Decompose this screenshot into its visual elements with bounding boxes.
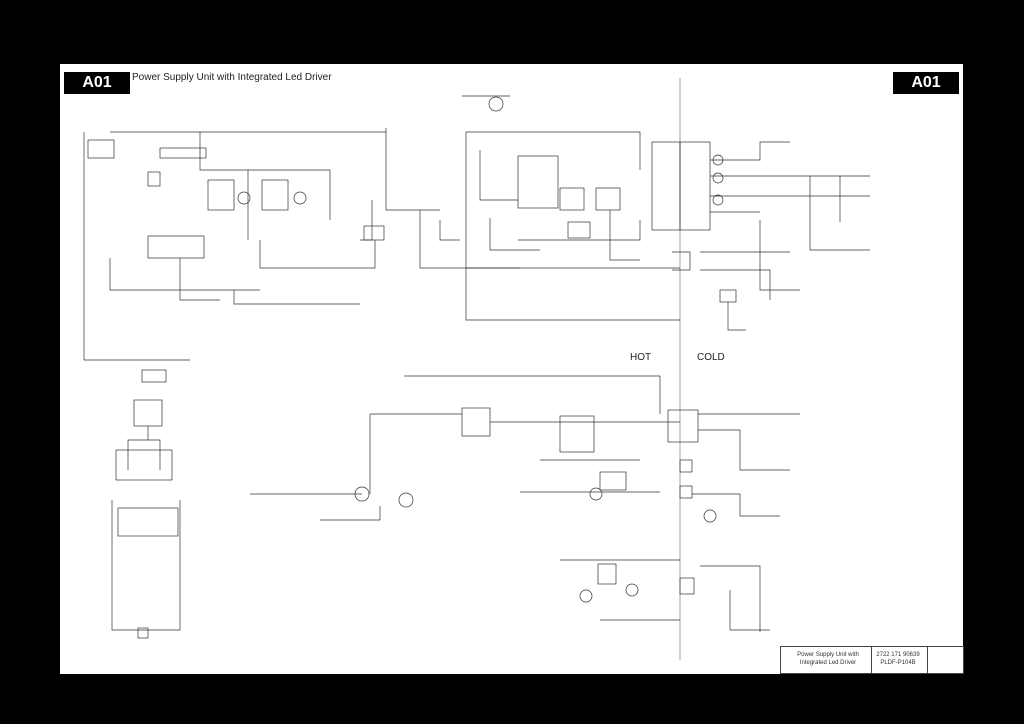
sheet-title: Power Supply Unit with Integrated Led Dr… <box>132 72 332 83</box>
cold-zone-label: COLD <box>697 352 725 363</box>
led-driver-block <box>250 375 680 521</box>
title-block-code: 2722 171 90639 PLDF-P104B <box>873 651 923 667</box>
title-block-name-line1: Power Supply Unit with <box>797 652 859 658</box>
title-block-number: 2722 171 90639 <box>876 652 920 658</box>
title-block-divider <box>927 647 928 673</box>
standby-controller-block <box>462 95 680 321</box>
hot-zone-label: HOT <box>630 352 652 363</box>
standby-switch-block <box>560 559 770 632</box>
led-output-block <box>667 409 800 523</box>
mains-input-block <box>83 131 376 361</box>
title-block-divider <box>871 647 872 673</box>
title-block-name-line2: Integrated Led Driver <box>799 660 857 666</box>
title-block: Power Supply Unit with Integrated Led Dr… <box>780 646 964 674</box>
rectifier-block <box>111 359 190 639</box>
title-block-model: PLDF-P104B <box>880 660 916 666</box>
main-output-block <box>651 141 870 331</box>
schematic-sheet <box>60 64 963 674</box>
title-block-name: Power Supply Unit with Integrated Led Dr… <box>785 651 871 667</box>
sheet-id-right: A01 <box>893 72 959 94</box>
sheet-id-left: A01 <box>64 72 130 94</box>
